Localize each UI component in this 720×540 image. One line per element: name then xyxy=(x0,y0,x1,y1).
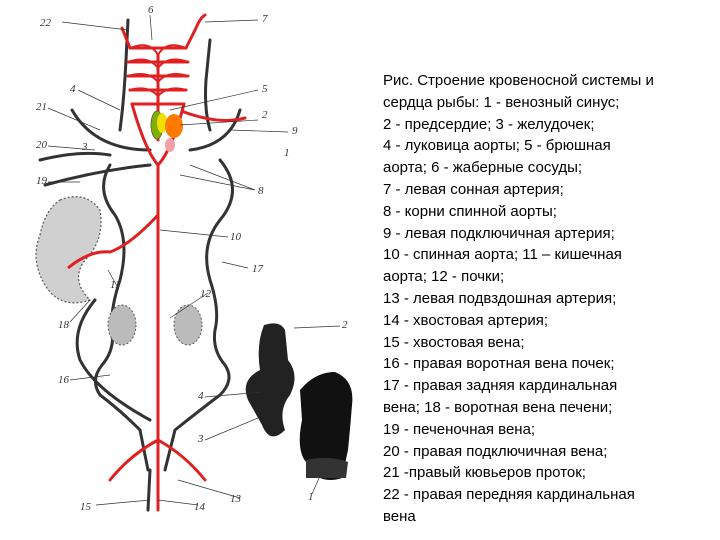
left-subclavian-artery xyxy=(182,110,247,122)
label-21: 21 xyxy=(36,101,47,113)
heart-label-3: 3 xyxy=(197,433,204,445)
renal-portal-vein xyxy=(75,298,152,422)
caption-line: 21 -правый кювьеров проток; xyxy=(383,464,586,482)
label-10: 10 xyxy=(230,231,242,243)
label-7: 7 xyxy=(262,13,268,25)
label-4: 4 xyxy=(70,83,76,95)
right-carotid-artery xyxy=(120,26,132,50)
caption-line: 13 - левая подвздошная артерия; xyxy=(383,289,617,307)
label-2: 2 xyxy=(262,109,268,121)
label-11: 11 xyxy=(110,279,120,291)
label-22: 22 xyxy=(40,17,52,29)
intestinal-aorta xyxy=(108,213,160,254)
caption-line: 2 - предсердие; 3 - желудочек; xyxy=(383,115,595,133)
caption-line: 20 - правая подключичная вена; xyxy=(383,442,608,460)
heart-label-1: 1 xyxy=(308,491,314,503)
caption-line: 14 - хвостовая артерия; xyxy=(383,311,549,329)
heart-label-4: 4 xyxy=(198,390,204,402)
heart-label-2: 2 xyxy=(342,319,348,331)
circulatory-system-diagram: 22 6 7 4 5 21 2 9 20 3 1 19 8 10 17 11 1… xyxy=(35,4,353,513)
liver xyxy=(35,196,111,304)
caption-line: 17 - правая задняя кардинальная xyxy=(383,377,618,395)
left-anterior-cardinal-vein xyxy=(204,38,212,132)
kidneys xyxy=(107,304,203,346)
right-subclavian-vein xyxy=(38,151,112,162)
ventricle xyxy=(165,114,183,138)
caption-line: вена xyxy=(383,507,416,525)
label-6: 6 xyxy=(148,4,154,16)
gill-vessels xyxy=(126,46,190,106)
caption-line: 15 - хвостовая вена; xyxy=(383,333,525,351)
label-5: 5 xyxy=(262,83,268,95)
efferent-gill-arteries xyxy=(127,44,189,97)
caption-line: аорта; 6 - жаберные сосуды; xyxy=(383,159,583,177)
label-18: 18 xyxy=(58,319,70,331)
left-kidney xyxy=(173,304,203,346)
caption-line: 22 - правая передняя кардинальная xyxy=(383,486,635,504)
caption-line: 7 - левая сонная артерия; xyxy=(383,180,564,198)
atrium xyxy=(157,113,167,133)
label-8: 8 xyxy=(258,185,264,197)
atrium-detail xyxy=(299,372,353,480)
label-3: 3 xyxy=(81,141,88,153)
left-posterior-cardinal-vein xyxy=(163,158,234,472)
caption-line: 19 - печеночная вена; xyxy=(383,420,536,438)
caption-line: сердца рыбы: 1 - венозный синус; xyxy=(383,93,620,111)
label-12: 12 xyxy=(200,288,212,300)
left-carotid-artery xyxy=(184,13,207,50)
label-1: 1 xyxy=(284,147,290,159)
figure-caption: Рис. Строение кровеносной системы и серд… xyxy=(383,70,717,528)
caption-line: 4 - луковица аорты; 5 - брюшная xyxy=(383,137,611,155)
caption-line: 16 - правая воротная вена почек; xyxy=(383,355,615,373)
caption-line: 9 - левая подключичная артерия; xyxy=(383,224,615,242)
caption-line: аорта; 12 - почки; xyxy=(383,268,505,286)
portal-vein-liver xyxy=(67,250,111,270)
right-cuvier-duct xyxy=(70,108,152,152)
left-cuvier-duct xyxy=(188,108,242,152)
caption-line: 10 - спинная аорта; 11 – кишечная xyxy=(383,246,622,264)
label-19: 19 xyxy=(36,175,48,187)
iliac-arteries xyxy=(108,438,207,482)
heart-small xyxy=(150,110,183,152)
right-kidney xyxy=(107,304,137,346)
label-13: 13 xyxy=(230,493,242,505)
sinus-detail xyxy=(306,457,348,478)
pointer-lines xyxy=(47,14,341,506)
caption-line: вена; 18 - воротная вена печени; xyxy=(383,398,613,416)
label-20: 20 xyxy=(36,139,48,151)
caption-line: Рис. Строение кровеносной системы и xyxy=(383,72,654,89)
heart-detail xyxy=(245,323,353,480)
aortic-bulb xyxy=(165,138,175,152)
bulbus-detail xyxy=(245,323,295,437)
caudal-vein xyxy=(146,468,152,512)
label-9: 9 xyxy=(292,125,298,137)
right-anterior-cardinal-vein xyxy=(118,18,130,132)
label-17: 17 xyxy=(252,263,264,275)
label-16: 16 xyxy=(58,374,70,386)
caption-line: 8 - корни спинной аорты; xyxy=(383,202,557,220)
label-14: 14 xyxy=(194,501,206,513)
label-15: 15 xyxy=(80,501,92,513)
